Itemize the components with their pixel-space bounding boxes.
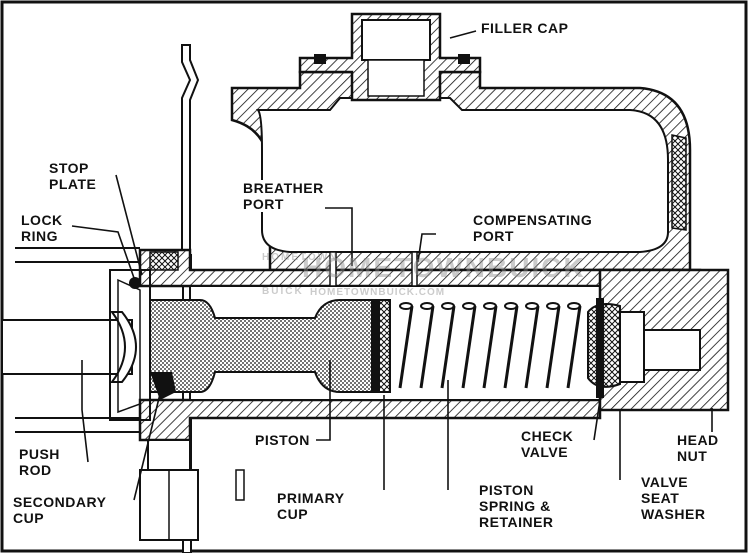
label-piston-spring-retainer-line3: RETAINER [479, 514, 554, 530]
label-stop-plate-line2: PLATE [49, 176, 97, 192]
spring-coil-top [420, 302, 434, 310]
spring-coil [482, 305, 498, 389]
label-compensating-port-line1: COMPENSATING [473, 212, 593, 228]
label-valve-seat-washer-line3: WASHER [641, 506, 706, 522]
label-valve-seat-washer-line1: VALVE [641, 474, 689, 490]
label-primary-cup-line2: CUP [277, 506, 309, 522]
watermark-large: HOMETOWNBUICK [302, 252, 586, 283]
label-compensating-port-line2: PORT [473, 228, 514, 244]
label-check-valve-line2: VALVE [521, 444, 569, 460]
label-lock-ring-line2: RING [21, 228, 58, 244]
spring-coil-top [504, 302, 518, 310]
filler-cap [298, 12, 482, 102]
mounting-bolt [139, 439, 245, 541]
check-valve [587, 298, 621, 398]
label-secondary-cup: SECONDARY CUP [12, 494, 108, 526]
label-secondary-cup-line2: CUP [13, 510, 45, 526]
label-lock-ring-line1: LOCK [21, 212, 63, 228]
spring-coil-top [546, 302, 560, 310]
label-stop-plate-line1: STOP [49, 160, 89, 176]
push-rod [1, 269, 151, 421]
label-valve-seat-washer-line2: SEAT [641, 490, 680, 506]
spring-coil [545, 305, 561, 389]
label-check-valve: CHECK VALVE [520, 428, 575, 460]
ports [329, 251, 418, 287]
secondary-cup [150, 372, 176, 400]
label-breather-port: BREATHER PORT [242, 180, 325, 212]
label-compensating-port: COMPENSATING PORT [472, 212, 594, 244]
watermark-small: HOMETOWN [262, 252, 339, 263]
spring-coil [398, 305, 414, 389]
label-secondary-cup-line1: SECONDARY [13, 494, 107, 510]
watermark-sub: BUICK [262, 286, 304, 297]
spring-coil-top [441, 302, 455, 310]
spring-coil [566, 305, 582, 389]
spring-coil [524, 305, 540, 389]
label-push-rod-line1: PUSH [19, 446, 60, 462]
label-head-nut: HEAD NUT [676, 432, 720, 464]
label-piston: PISTON [254, 432, 311, 448]
reservoir-casting [230, 56, 692, 272]
label-push-rod-line2: ROD [19, 462, 52, 478]
label-breather-port-line1: BREATHER [243, 180, 324, 196]
label-head-nut-line2: NUT [677, 448, 708, 464]
lock-ring-stop-plate [129, 251, 179, 289]
label-piston-spring-retainer-line2: SPRING & [479, 498, 551, 514]
spring-coil-top [483, 302, 497, 310]
label-stop-plate: STOP PLATE [48, 160, 98, 192]
spring-coils [398, 302, 582, 389]
label-push-rod: PUSH ROD [18, 446, 61, 478]
label-primary-cup: PRIMARY CUP [276, 490, 346, 522]
label-valve-seat-washer: VALVE SEAT WASHER [640, 474, 707, 522]
label-piston-spring-retainer: PISTON SPRING & RETAINER [478, 482, 555, 530]
label-piston-spring-retainer-line1: PISTON [479, 482, 534, 498]
label-filler-cap: FILLER CAP [480, 20, 570, 36]
left-tubing [15, 247, 140, 433]
label-breather-port-line2: PORT [243, 196, 284, 212]
leader-lines [71, 30, 713, 501]
piston-body [149, 299, 373, 393]
spring-coil [461, 305, 477, 389]
spring-coil-top [567, 302, 581, 310]
label-head-nut-line1: HEAD [677, 432, 719, 448]
spring-coil-top [399, 302, 413, 310]
spring-coil [503, 305, 519, 389]
spring-coil [419, 305, 435, 389]
label-check-valve-line1: CHECK [521, 428, 574, 444]
watermark-url: HOMETOWNBUICK.COM [310, 287, 446, 298]
label-lock-ring: LOCK RING [20, 212, 64, 244]
spring-coil-top [462, 302, 476, 310]
spring-coil [440, 305, 456, 389]
primary-cup [371, 299, 391, 393]
label-primary-cup-line1: PRIMARY [277, 490, 345, 506]
spring-coil-top [525, 302, 539, 310]
